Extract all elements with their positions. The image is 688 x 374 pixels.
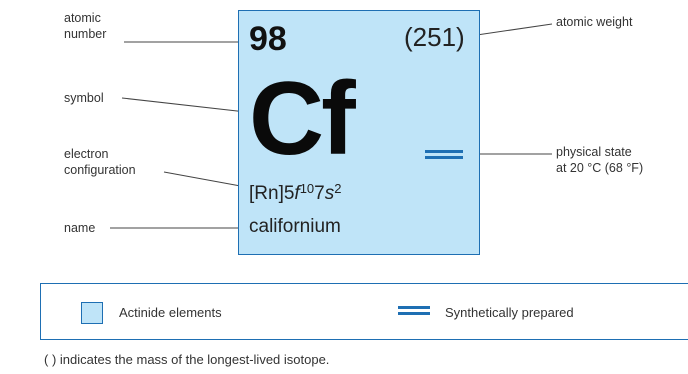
- atomic-number: 98: [249, 20, 287, 58]
- legend-synthetic-label: Synthetically prepared: [445, 305, 574, 320]
- label-name: name: [64, 221, 96, 235]
- electron-configuration: [Rn]5f107s2: [249, 181, 342, 204]
- atomic-weight: (251): [404, 22, 465, 52]
- leader-atomic-weight: [469, 23, 553, 37]
- leader-symbol: [121, 97, 247, 113]
- element-symbol: Cf: [249, 61, 356, 177]
- label-atomic-number: atomic number: [64, 11, 107, 41]
- footnote: ( ) indicates the mass of the longest-li…: [44, 352, 330, 367]
- actinide-swatch-icon: [81, 302, 103, 324]
- element-card: 98 (251) Cf [Rn]5f107s2 californium: [238, 10, 480, 255]
- synthetic-state-icon: [425, 150, 463, 159]
- label-physical-state: physical state at 20 °C (68 °F): [556, 145, 644, 175]
- element-name: californium: [249, 216, 341, 237]
- legend-box: Actinide elements Synthetically prepared: [40, 283, 688, 340]
- synthetic-legend-icon: [398, 306, 430, 315]
- legend-actinide-label: Actinide elements: [119, 305, 222, 320]
- label-symbol: symbol: [64, 91, 104, 105]
- leader-electron-configuration: [163, 171, 247, 188]
- label-atomic-weight: atomic weight: [556, 15, 633, 29]
- label-electron-configuration: electron configuration: [64, 147, 136, 177]
